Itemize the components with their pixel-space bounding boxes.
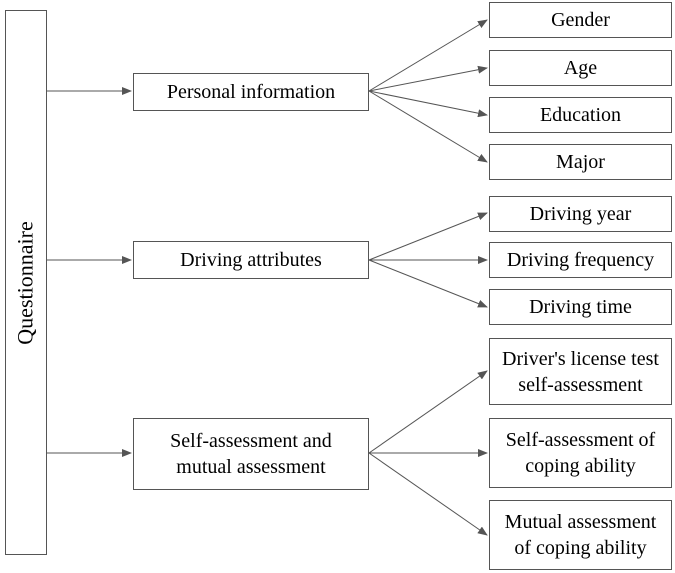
- category-node-self-and-mutual-assessment: Self-assessment and mutual assessment: [133, 418, 369, 490]
- category-1-to-item-arrow-2: [368, 259, 488, 308]
- item-label: Driver's license test self-assessment: [502, 347, 659, 396]
- item-label: Mutual assessment of coping ability: [504, 511, 657, 559]
- category-node-personal-information: Personal information: [133, 73, 369, 111]
- category-2-to-item-arrow-2: [368, 452, 488, 536]
- category-label: Driving attributes: [180, 249, 322, 271]
- item-node-major: Major: [489, 144, 672, 180]
- item-label: Major: [556, 151, 605, 173]
- item-label: Self-assessment of coping ability: [505, 429, 656, 477]
- category-label: Personal information: [166, 81, 336, 103]
- item-node-license-test-self-assessment: Driver's license test self-assessment: [489, 338, 672, 405]
- item-node-driving-frequency: Driving frequency: [489, 242, 672, 278]
- item-label: Driving year: [529, 203, 632, 225]
- category-0-to-item-arrow-2: [368, 90, 488, 118]
- item-label: Age: [563, 57, 598, 79]
- item-node-mutual-assessment-coping: Mutual assessment of coping ability: [489, 500, 672, 570]
- item-label: Driving time: [529, 296, 632, 318]
- category-label: Self-assessment and mutual assessment: [170, 430, 332, 478]
- item-node-driving-time: Driving time: [489, 289, 672, 325]
- item-node-driving-year: Driving year: [489, 196, 672, 232]
- item-label: Education: [539, 104, 622, 126]
- category-0-to-item-arrow-0: [368, 19, 488, 92]
- category-node-driving-attributes: Driving attributes: [133, 241, 369, 279]
- root-node-questionnaire: Questionnaire: [5, 10, 47, 555]
- root-label: Questionnaire: [13, 220, 38, 345]
- item-node-education: Education: [489, 97, 672, 133]
- item-node-gender: Gender: [489, 2, 672, 38]
- item-label: Gender: [551, 9, 610, 31]
- item-label: Driving frequency: [506, 249, 655, 271]
- category-0-to-item-arrow-3: [368, 90, 488, 163]
- category-0-to-item-arrow-1: [368, 65, 488, 92]
- category-1-to-item-arrow-0: [368, 212, 488, 261]
- item-node-self-assessment-coping: Self-assessment of coping ability: [489, 418, 672, 488]
- category-2-to-item-arrow-0: [368, 370, 488, 454]
- item-node-age: Age: [489, 50, 672, 86]
